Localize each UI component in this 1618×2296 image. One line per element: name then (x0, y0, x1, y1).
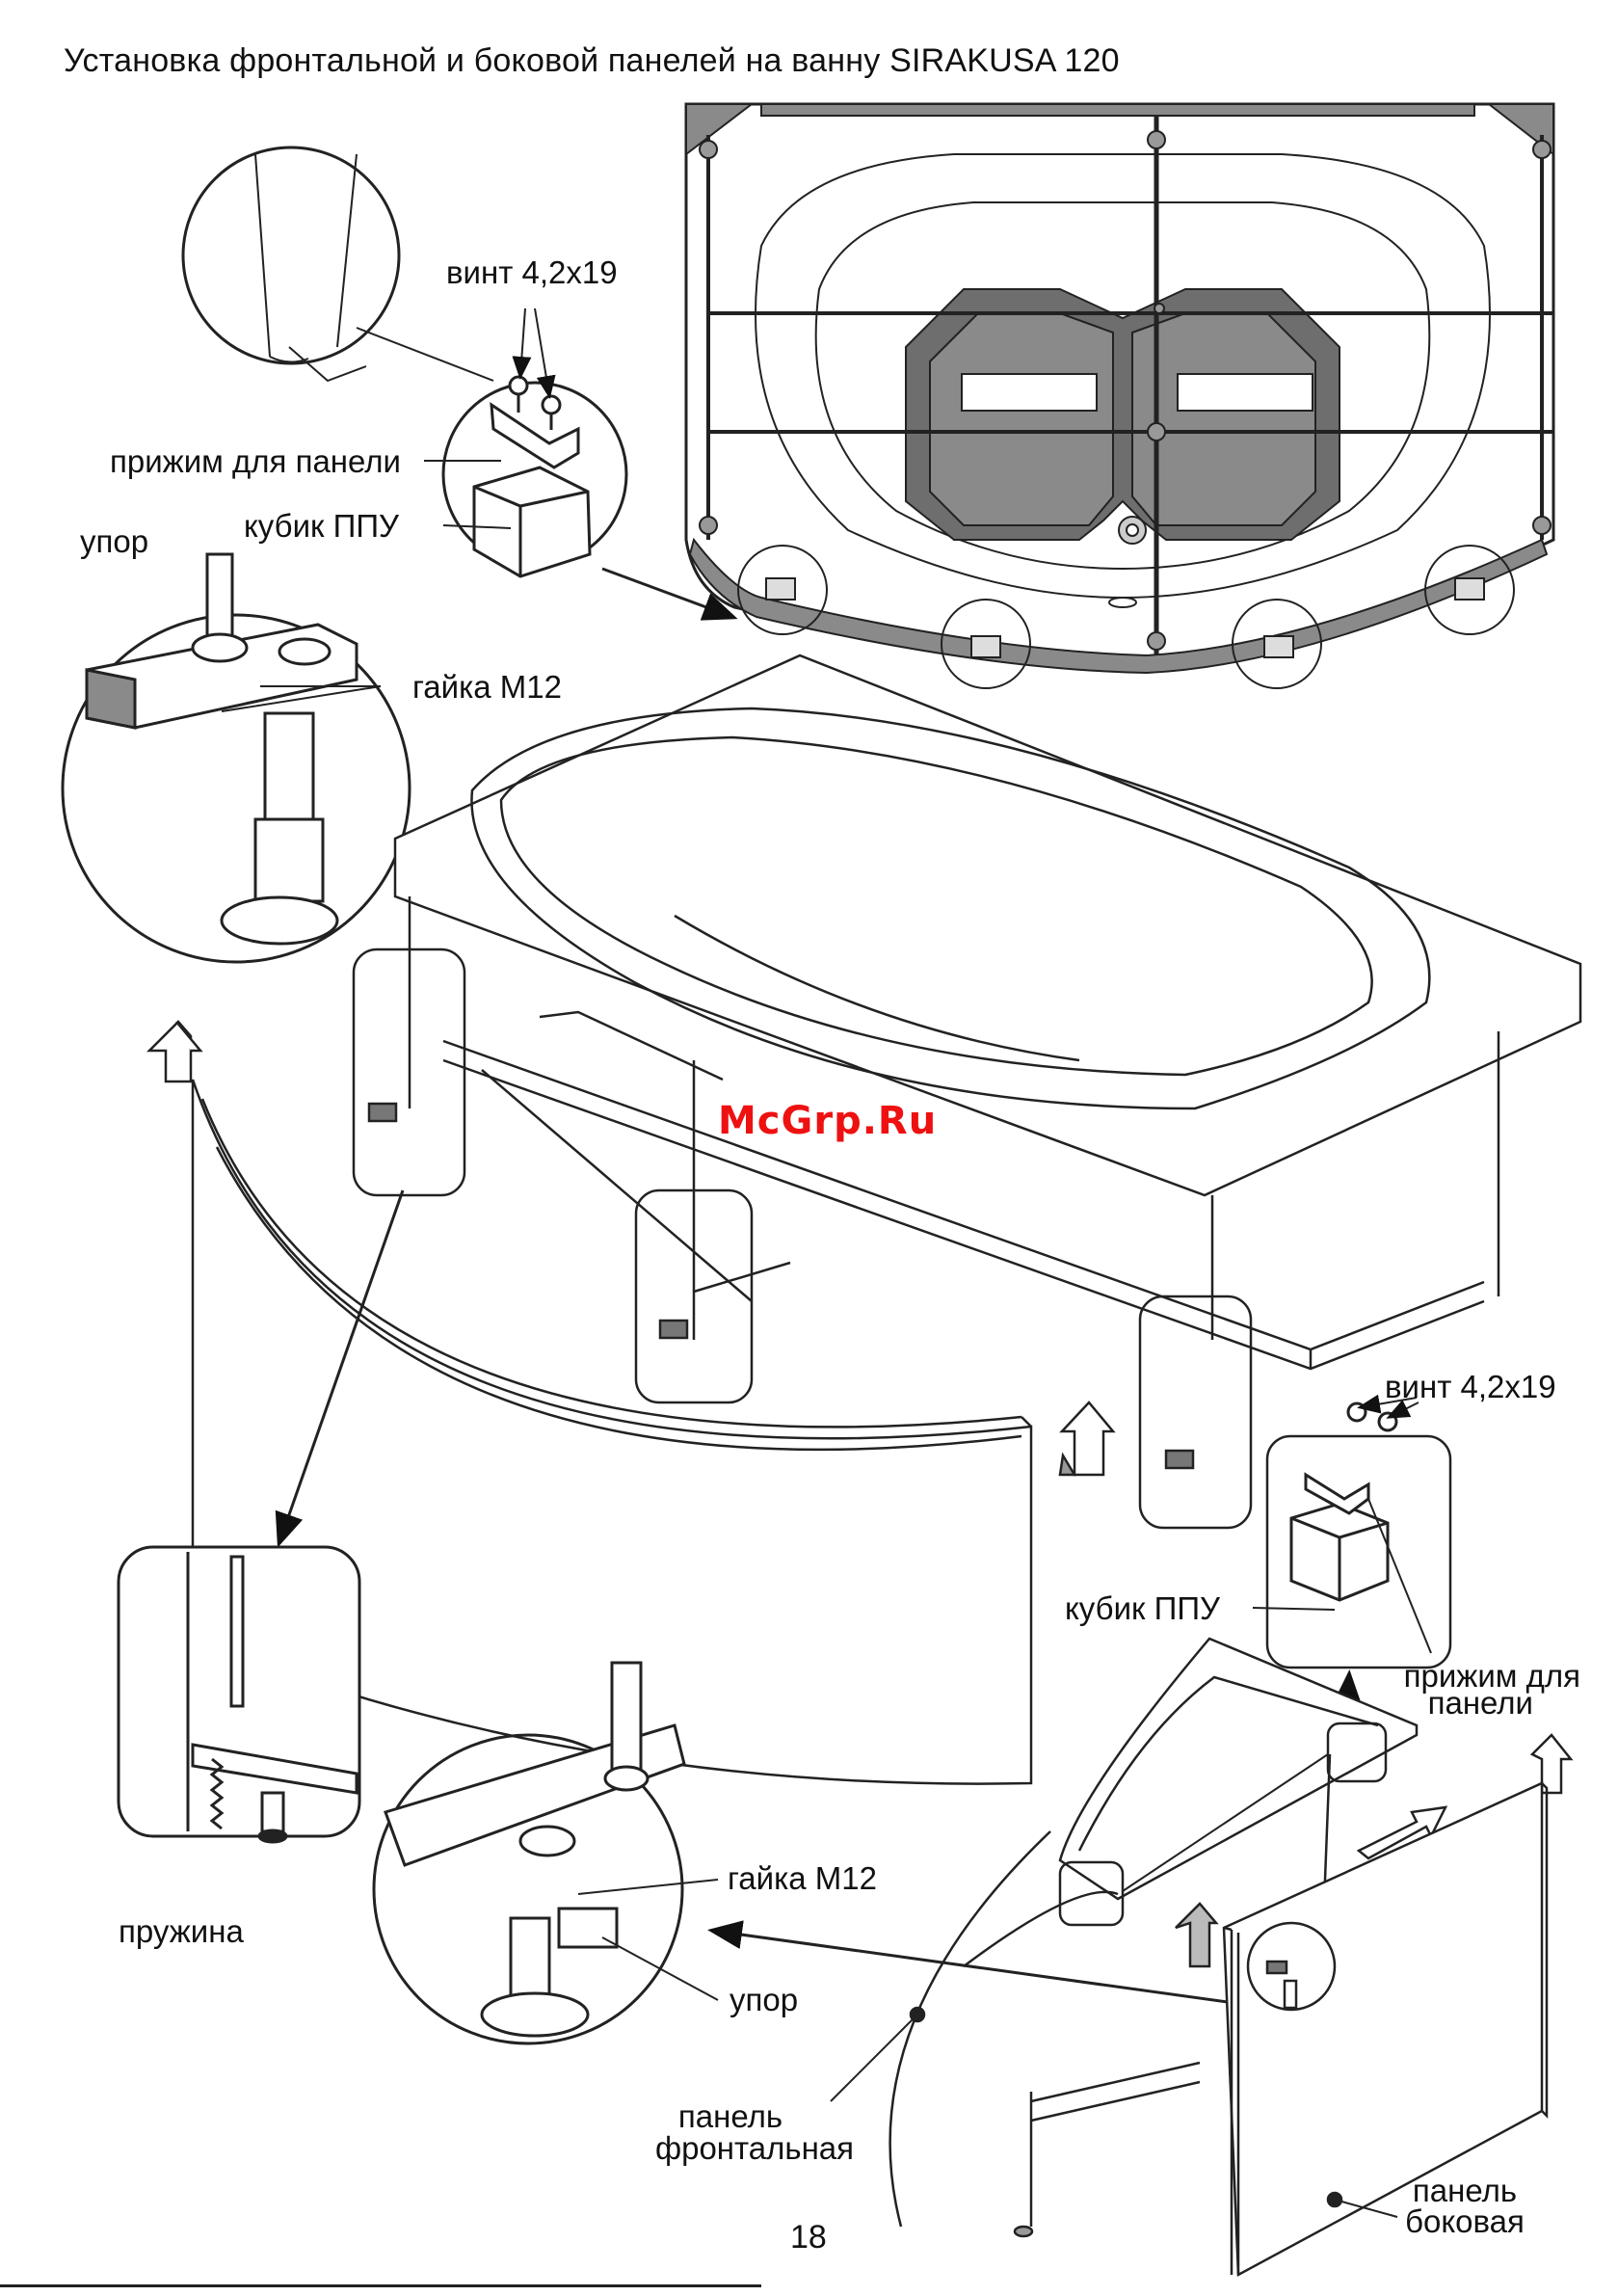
bath-top-view (686, 104, 1553, 688)
spring-detail (119, 1547, 359, 1842)
stop-label-bottom: упор (729, 1984, 798, 2016)
spring-label: пружина (119, 1915, 244, 1947)
front-panel-label-2: фронтальная (644, 2132, 865, 2164)
nut-label-top: гайка М12 (412, 671, 562, 703)
footer-rule (0, 2284, 761, 2287)
foot-detail-left (63, 554, 410, 962)
foam-cube-label-right: кубик ППУ (1065, 1592, 1220, 1624)
stop-label-top: упор (80, 525, 148, 557)
watermark-text: McGrp.Ru (718, 1099, 937, 1143)
panel-clamp-label-right-2: панели (1349, 1687, 1533, 1719)
page-number: 18 (790, 2219, 827, 2256)
side-panel-label-2: боковая (1388, 2205, 1542, 2237)
side-panel-label-1: панель (1388, 2175, 1542, 2206)
nut-label-bottom: гайка М12 (728, 1862, 877, 1894)
foam-cube-label-top: кубик ППУ (244, 510, 399, 542)
front-panel-label-1: панель (644, 2100, 817, 2132)
screw-label-top: винт 4,2х19 (446, 256, 618, 288)
panel-clamp-label-top: прижим для панели (110, 445, 401, 477)
screw-label-right: винт 4,2х19 (1385, 1371, 1556, 1402)
